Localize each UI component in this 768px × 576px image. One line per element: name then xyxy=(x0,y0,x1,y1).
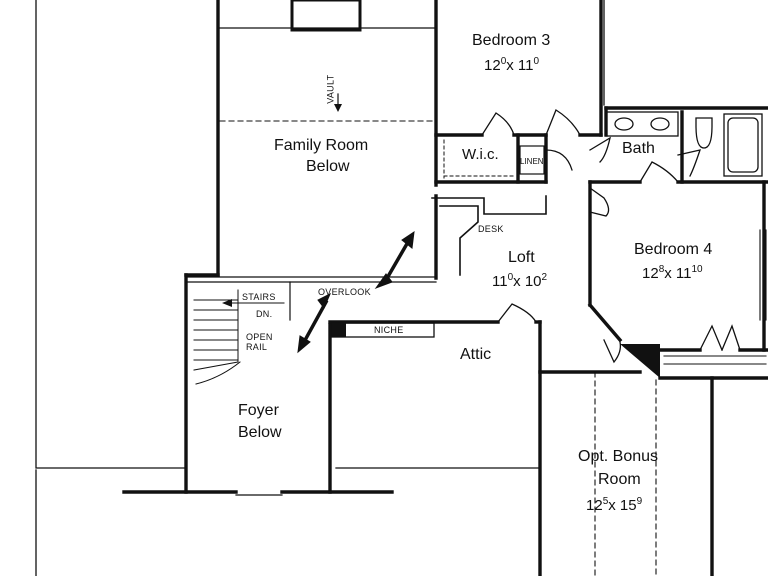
bonus-room-label: Opt. Bonus xyxy=(578,448,659,465)
linen-closet xyxy=(519,145,545,175)
family-room-label: Family Room xyxy=(274,137,369,154)
linen-label: LINEN xyxy=(520,157,544,166)
outer-outlines xyxy=(35,0,605,576)
attic-label: Attic xyxy=(460,346,492,363)
stair-treads xyxy=(193,289,241,385)
desk xyxy=(431,195,547,215)
foyer-label: Foyer xyxy=(238,402,279,419)
bedroom3-dims: 120x 110 xyxy=(484,56,540,74)
overlook-arrows xyxy=(297,230,415,354)
bath-fixtures xyxy=(605,111,763,177)
down-note: DN. xyxy=(256,309,273,319)
open-note: OPEN xyxy=(246,332,273,342)
walls xyxy=(122,0,768,576)
desk-note: DESK xyxy=(478,224,504,234)
corner-fill xyxy=(620,344,660,378)
bedroom3-label: Bedroom 3 xyxy=(472,32,551,49)
niche-note: NICHE xyxy=(374,325,404,335)
fireplace xyxy=(290,0,362,32)
overlook-rail xyxy=(185,276,437,321)
vault-note: VAULT xyxy=(325,74,336,104)
bedroom4-dims: 128x 1110 xyxy=(642,264,703,282)
stairs-note: STAIRS xyxy=(242,292,276,302)
wic-label: W.i.c. xyxy=(462,146,499,163)
family-room-below-label: Below xyxy=(306,158,350,175)
foyer-below-label: Below xyxy=(238,424,282,441)
bath-label: Bath xyxy=(622,140,655,157)
dashed-lines xyxy=(219,120,657,576)
bonus-room-dims: 125x 159 xyxy=(586,496,643,514)
loft-dims: 110x 102 xyxy=(492,272,548,290)
bonus-room-label-2: Room xyxy=(598,471,641,488)
overlook-note: OVERLOOK xyxy=(318,287,371,297)
rail-note: RAIL xyxy=(246,342,268,352)
bedroom4-label: Bedroom 4 xyxy=(634,241,713,258)
loft-label: Loft xyxy=(508,249,535,266)
